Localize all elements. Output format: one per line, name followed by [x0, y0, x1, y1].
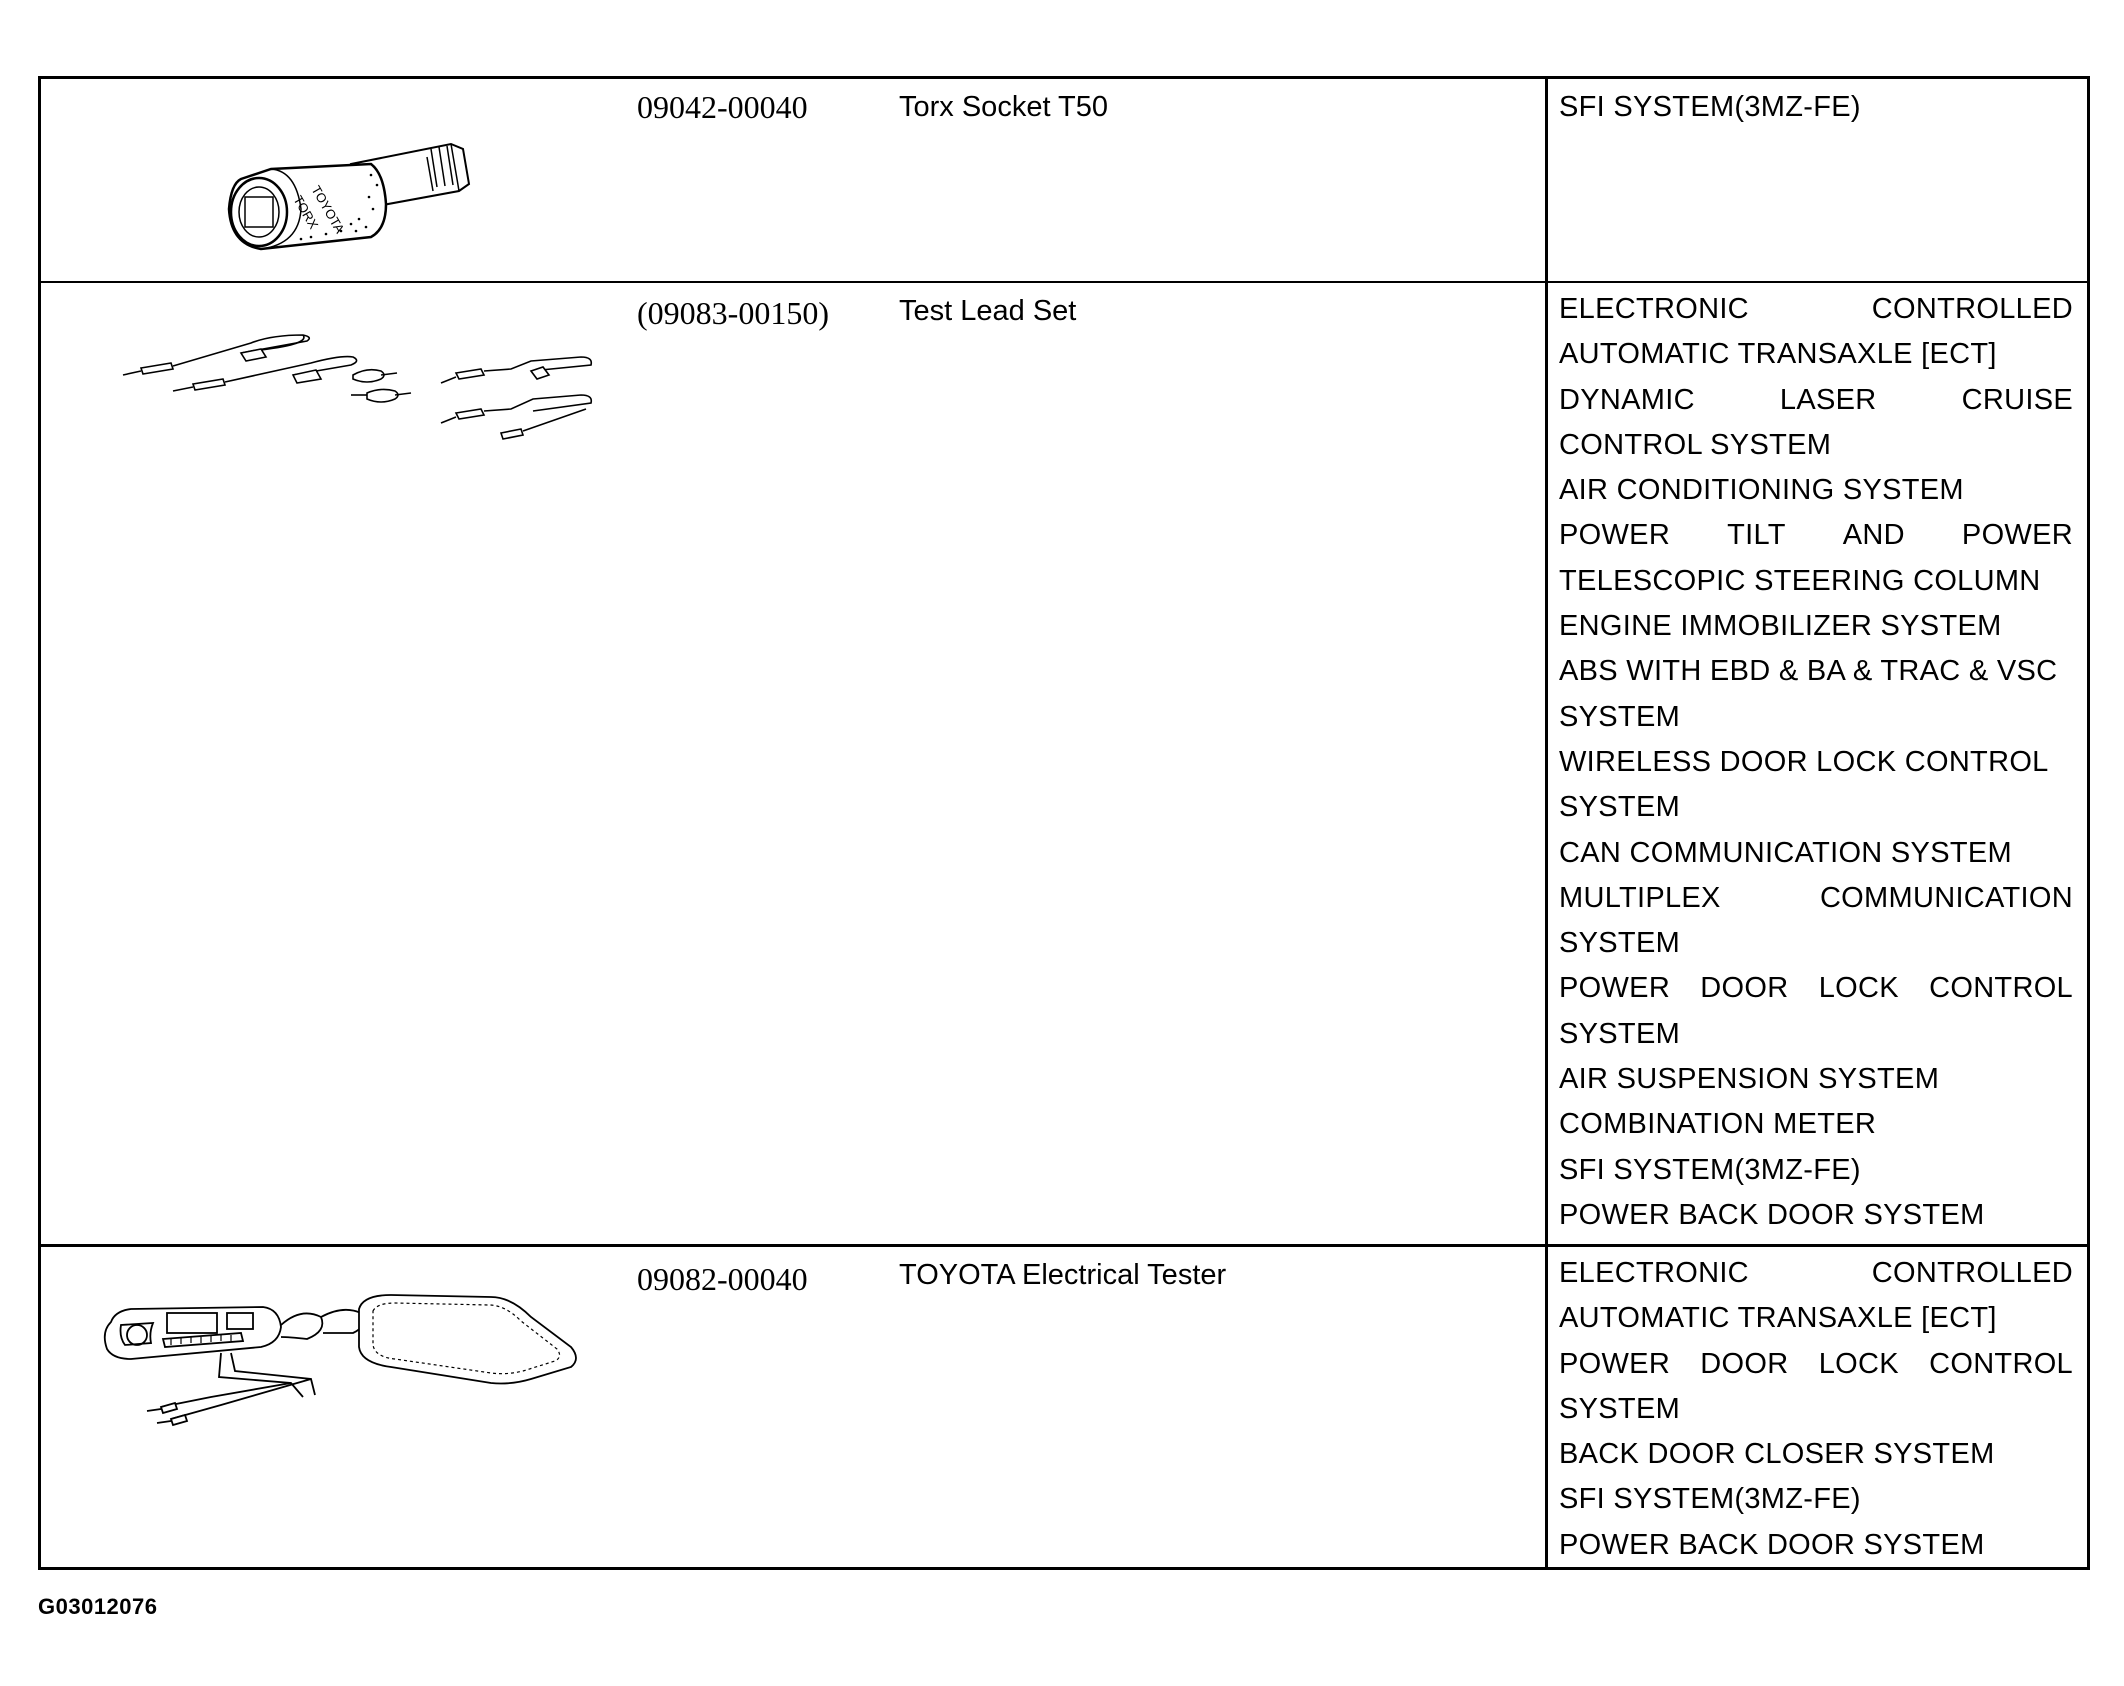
system-word: LOCK	[1818, 1347, 1899, 1380]
applicable-systems: ELECTRONIC CONTROLLED AUTOMATIC TRANSAXLE…	[1559, 1251, 2073, 1568]
system-line: SFI SYSTEM(3MZ-FE)	[1559, 1483, 1861, 1516]
system-line: SYSTEM	[1559, 927, 1681, 960]
table-row: 09082-00040 TOYOTA Electrical Tester ELE…	[41, 1247, 2087, 1570]
system-line: AIR SUSPENSION SYSTEM	[1559, 1063, 1940, 1096]
column-divider	[1545, 79, 1548, 1567]
applicable-systems: SFI SYSTEM(3MZ-FE)	[1559, 85, 2073, 130]
part-name: Test Lead Set	[899, 295, 1077, 327]
part-name: Torx Socket T50	[899, 91, 1109, 123]
system-line: AUTOMATIC TRANSAXLE [ECT]	[1559, 1302, 1997, 1335]
applicable-systems: ELECTRONIC CONTROLLED AUTOMATIC TRANSAXLE…	[1559, 287, 2073, 1238]
system-line: POWER BACK DOOR SYSTEM	[1559, 1528, 1985, 1561]
table-row: (09083-00150) Test Lead Set ELECTRONIC CO…	[41, 283, 2087, 1247]
system-word: CRUISE	[1961, 383, 2073, 416]
system-line: ENGINE IMMOBILIZER SYSTEM	[1559, 610, 2002, 643]
system-line: SYSTEM	[1559, 791, 1681, 824]
torx-socket-illustration: TOYOTA TORX	[227, 142, 471, 251]
system-line: POWER TILT AND POWER	[1559, 513, 2073, 558]
system-line: POWER DOOR LOCK CONTROL	[1559, 1342, 2073, 1387]
system-word: MULTIPLEX	[1559, 881, 1721, 914]
system-line: POWER BACK DOOR SYSTEM	[1559, 1198, 1985, 1231]
system-word: POWER	[1961, 519, 2073, 552]
part-number: 09082-00040	[637, 1261, 808, 1297]
system-word: POWER	[1559, 972, 1671, 1005]
system-line: COMBINATION METER	[1559, 1108, 1877, 1141]
system-line: AIR CONDITIONING SYSTEM	[1559, 474, 1964, 507]
system-line: MULTIPLEX COMMUNICATION	[1559, 876, 2073, 921]
system-line: POWER DOOR LOCK CONTROL	[1559, 966, 2073, 1011]
system-line: TELESCOPIC STEERING COLUMN	[1559, 564, 2041, 597]
system-line: DYNAMIC LASER CRUISE	[1559, 378, 2073, 423]
system-line: SFI SYSTEM(3MZ-FE)	[1559, 91, 1861, 123]
system-word: DOOR	[1700, 1347, 1789, 1380]
system-line: AUTOMATIC TRANSAXLE [ECT]	[1559, 338, 1997, 371]
table-row: TOYOTA TORX 09042-00040 Torx Socket T50 …	[41, 79, 2087, 283]
system-line: CONTROL SYSTEM	[1559, 428, 1832, 461]
system-word: ELECTRONIC	[1559, 293, 1749, 325]
system-word: AND	[1842, 519, 1905, 552]
system-word: ELECTRONIC	[1559, 1257, 1749, 1289]
system-word: LASER	[1779, 383, 1877, 416]
system-word: COMMUNICATION	[1819, 881, 2073, 914]
system-word: POWER	[1559, 519, 1671, 552]
system-word: TILT	[1727, 519, 1786, 552]
system-line: SFI SYSTEM(3MZ-FE)	[1559, 1153, 1861, 1186]
system-line: ELECTRONIC CONTROLLED	[1559, 1251, 2073, 1296]
system-word: CONTROL	[1929, 1347, 2073, 1380]
system-word: POWER	[1559, 1347, 1671, 1380]
system-word: CONTROL	[1929, 972, 2073, 1005]
system-word: LOCK	[1818, 972, 1899, 1005]
system-line: ABS WITH EBD & BA & TRAC & VSC	[1559, 655, 2058, 688]
part-number: (09083-00150)	[637, 295, 829, 331]
system-word: DYNAMIC	[1559, 383, 1695, 416]
system-line: SYSTEM	[1559, 1392, 1681, 1425]
system-word: DOOR	[1700, 972, 1789, 1005]
system-word: CONTROLLED	[1871, 293, 2073, 325]
electrical-tester-illustration	[103, 1294, 577, 1427]
system-line: SYSTEM	[1559, 700, 1681, 733]
special-service-tools-table: TOYOTA TORX 09042-00040 Torx Socket T50 …	[38, 76, 2090, 1570]
part-number: 09042-00040	[637, 89, 808, 125]
system-line: CAN COMMUNICATION SYSTEM	[1559, 836, 2012, 869]
system-word: CONTROLLED	[1871, 1257, 2073, 1289]
part-name: TOYOTA Electrical Tester	[899, 1259, 1227, 1291]
system-line: BACK DOOR CLOSER SYSTEM	[1559, 1438, 1995, 1471]
test-lead-set-illustration	[122, 334, 593, 440]
figure-id: G03012076	[38, 1594, 158, 1619]
system-line: WIRELESS DOOR LOCK CONTROL	[1559, 745, 2049, 778]
system-line: ELECTRONIC CONTROLLED	[1559, 287, 2073, 332]
system-line: SYSTEM	[1559, 1017, 1681, 1050]
